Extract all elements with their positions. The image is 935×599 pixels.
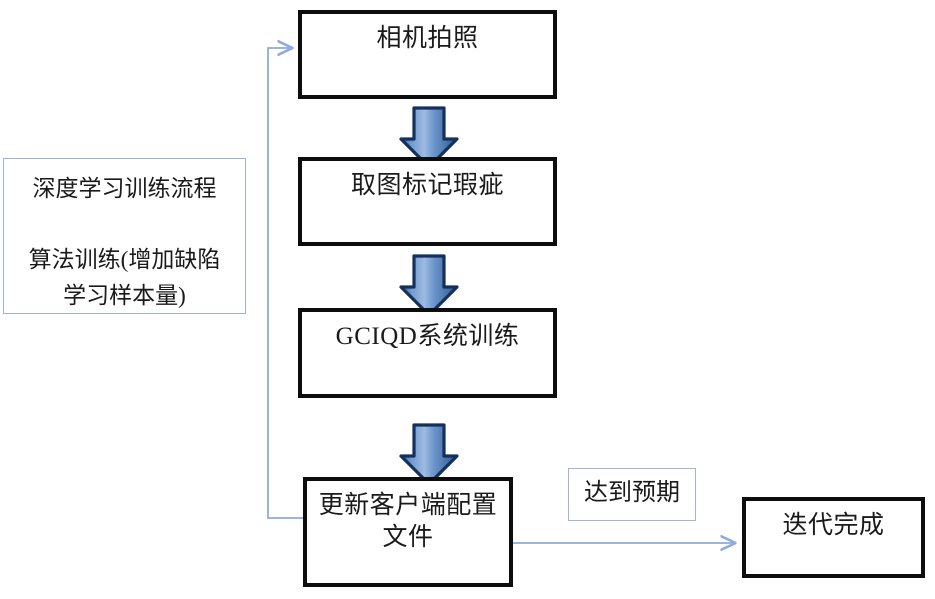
gciqd-system-training-box[interactable]: GCIQD系统训练	[298, 308, 557, 398]
gciqd-system-training-label: GCIQD系统训练	[335, 323, 520, 350]
camera-capture-box[interactable]: 相机拍照	[298, 10, 557, 99]
arrow-step3-to-step4	[399, 423, 459, 486]
iteration-complete-box[interactable]: 迭代完成	[742, 497, 925, 578]
meets-expectation-label-text: 达到预期	[584, 480, 680, 506]
iteration-complete-label: 迭代完成	[782, 512, 885, 539]
camera-capture-label: 相机拍照	[376, 25, 479, 52]
update-client-config-file-label: 更新客户端配置 文件	[318, 492, 498, 551]
feedback-loop-step4-to-step1	[267, 48, 304, 519]
update-client-config-file-box[interactable]: 更新客户端配置 文件	[303, 477, 513, 587]
image-defect-labeling-box[interactable]: 取图标记瑕疵	[298, 157, 557, 246]
image-defect-labeling-label: 取图标记瑕疵	[350, 172, 504, 199]
arrow-step2-to-step3	[399, 254, 459, 317]
deep-learning-process-note-text: 深度学习训练流程 算法训练(增加缺陷 学习样本量)	[28, 176, 221, 308]
meets-expectation-label-box: 达到预期	[568, 468, 696, 521]
deep-learning-process-note: 深度学习训练流程 算法训练(增加缺陷 学习样本量)	[3, 158, 246, 314]
